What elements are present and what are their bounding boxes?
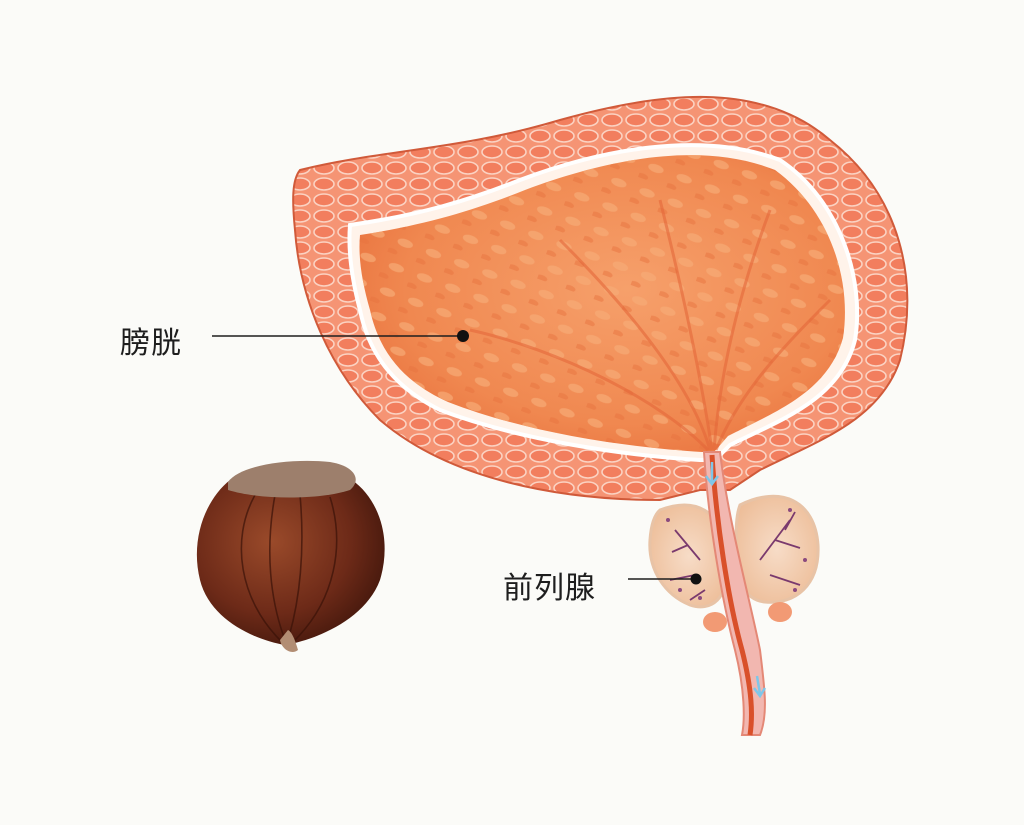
- prostate-ducts: [669, 511, 801, 601]
- bladder-illustration: [292, 96, 909, 502]
- prostate-label: 前列腺: [503, 571, 596, 606]
- urethra-illustration: [702, 451, 767, 736]
- prostate-duct-dots: [666, 508, 807, 600]
- seminal-nodule-right: [768, 602, 792, 622]
- bladder-folds: [469, 199, 832, 452]
- flow-arrow-upper: [705, 462, 719, 487]
- bladder-label: 膀胱: [120, 326, 182, 361]
- leader-bladder: [212, 330, 469, 342]
- chestnut-ridges: [240, 494, 338, 641]
- leader-prostate: [628, 573, 702, 585]
- prostate-right-lobe: [734, 494, 820, 604]
- seminal-nodule-left: [703, 612, 727, 632]
- chestnut-shell: [196, 472, 385, 645]
- pointer-dot-bladder: [457, 330, 469, 342]
- urethra-channel: [709, 454, 754, 736]
- pointer-dot-prostate: [690, 573, 702, 585]
- chestnut-illustration: [196, 460, 385, 652]
- chestnut-cap: [228, 460, 356, 498]
- flow-arrow-lower: [753, 675, 767, 699]
- prostate-illustration: [648, 494, 820, 632]
- chestnut-tip: [280, 630, 298, 652]
